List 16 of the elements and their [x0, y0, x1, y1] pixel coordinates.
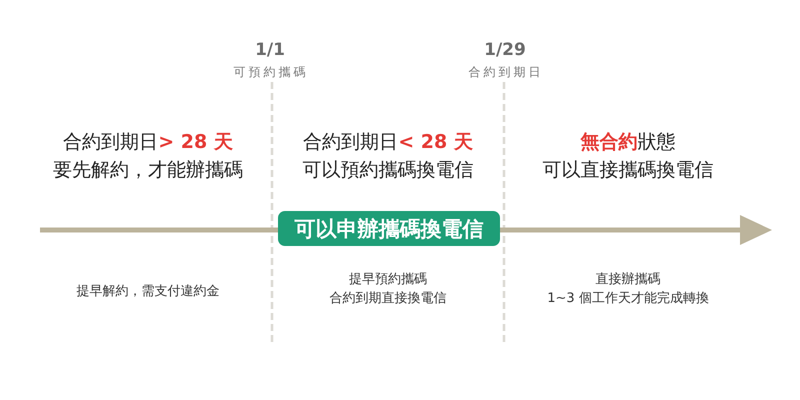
period-heading: 合約到期日< 28 天 — [303, 131, 473, 154]
milestone-caption: 合約到期日 — [468, 65, 544, 80]
period-description: 要先解約，才能辦攜碼 — [53, 159, 243, 182]
period-description: 可以預約攜碼換電信 — [302, 159, 474, 182]
period-note: 合約到期直接換電信 — [330, 291, 446, 307]
date-label: 1/29 — [484, 40, 526, 60]
period-heading: 合約到期日> 28 天 — [63, 131, 233, 154]
period-heading: 無合約狀態 — [580, 131, 676, 154]
period-description: 可以直接攜碼換電信 — [542, 159, 714, 182]
period-note: 直接辦攜碼 — [596, 272, 660, 288]
period-note: 提早預約攜碼 — [349, 272, 427, 288]
period-note: 提早解約，需支付違約金 — [76, 284, 220, 300]
date-label: 1/1 — [255, 40, 285, 60]
milestone-caption: 可預約攜碼 — [234, 65, 308, 80]
period-note: 1~3 個工作天才能完成轉換 — [547, 291, 709, 307]
status-badge: 可以申辦攜碼換電信 — [278, 211, 500, 246]
